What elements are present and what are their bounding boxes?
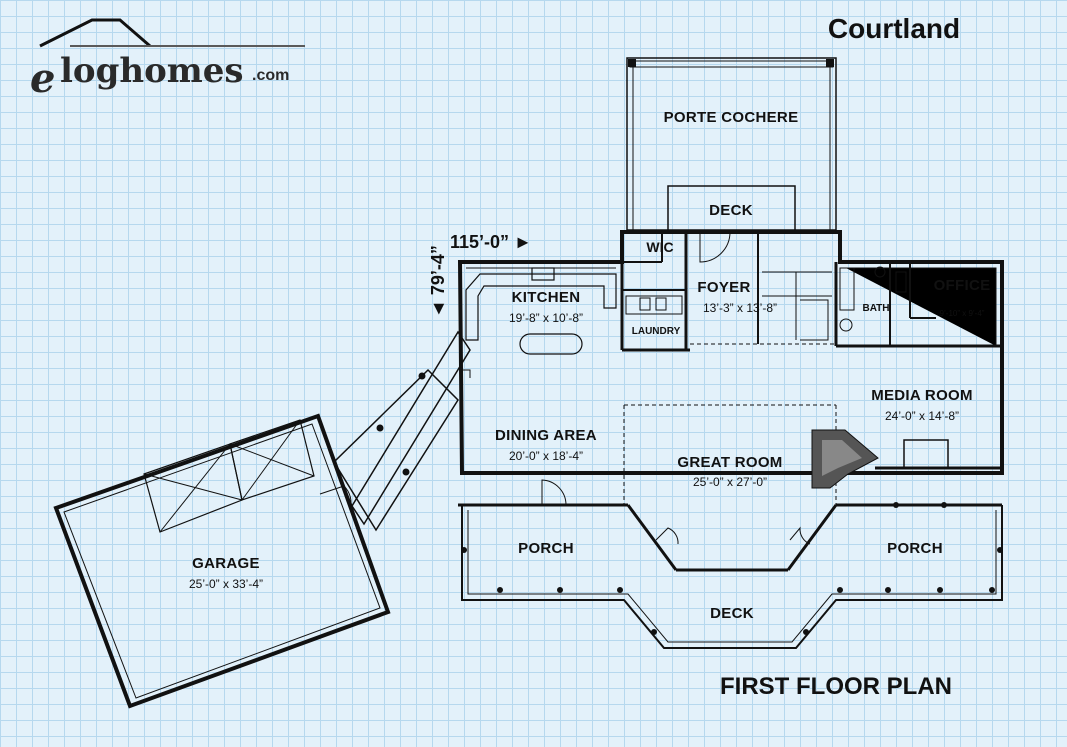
office-dims: 9’-10” x 9’-4” xyxy=(940,309,985,318)
porte-cochere-label: PORTE COCHERE xyxy=(664,109,799,126)
kitchen-label: KITCHEN xyxy=(512,289,581,306)
great-room-label: GREAT ROOM xyxy=(677,454,782,471)
bath-label: BATH xyxy=(862,303,889,314)
interior-walls xyxy=(462,231,1002,506)
media-room-label: MEDIA ROOM xyxy=(871,387,973,404)
logo-com: .com xyxy=(252,67,289,84)
foyer-dims: 13’-3” x 13’-8” xyxy=(703,301,777,315)
dining-area-dims: 20’-0” x 18’-4” xyxy=(509,449,583,463)
breezeway xyxy=(333,330,471,532)
overall-width-dimension: 115’-0” ► xyxy=(450,232,532,252)
logo-e: e xyxy=(30,55,55,102)
house-exterior-walls xyxy=(457,230,1004,475)
bottom-deck-label: DECK xyxy=(710,605,754,622)
foyer-label: FOYER xyxy=(697,279,750,296)
laundry-label: LAUNDRY xyxy=(632,326,681,337)
plan-name: Courtland xyxy=(828,13,960,44)
overall-depth-dimension: ◄ 79’-4” xyxy=(428,245,448,318)
plan-title: FIRST FLOOR PLAN xyxy=(720,673,952,700)
garage xyxy=(53,413,391,709)
great-room-dims: 25’-0” x 27’-0” xyxy=(693,475,767,489)
media-room-dims: 24’-0” x 14’-8” xyxy=(885,409,959,423)
porch-left-label: PORCH xyxy=(518,540,574,557)
eloghomes-logo: e loghomes .com xyxy=(30,18,305,102)
porch-right-label: PORCH xyxy=(887,540,943,557)
kitchen-dims: 19’-8” x 10’-8” xyxy=(509,311,583,325)
kitchen-counters xyxy=(465,267,617,355)
front-porch xyxy=(458,503,1003,649)
garage-label: GARAGE xyxy=(192,555,260,572)
dining-area-label: DINING AREA xyxy=(495,427,597,444)
garage-dims: 25’-0” x 33’-4” xyxy=(189,577,263,591)
top-deck-label: DECK xyxy=(709,202,753,219)
wic-label: WIC xyxy=(646,239,673,255)
porch-posts xyxy=(461,502,1003,635)
logo-wordmark: loghomes xyxy=(60,51,244,91)
office-label: OFFICE xyxy=(934,277,991,294)
fireplace xyxy=(811,429,879,489)
